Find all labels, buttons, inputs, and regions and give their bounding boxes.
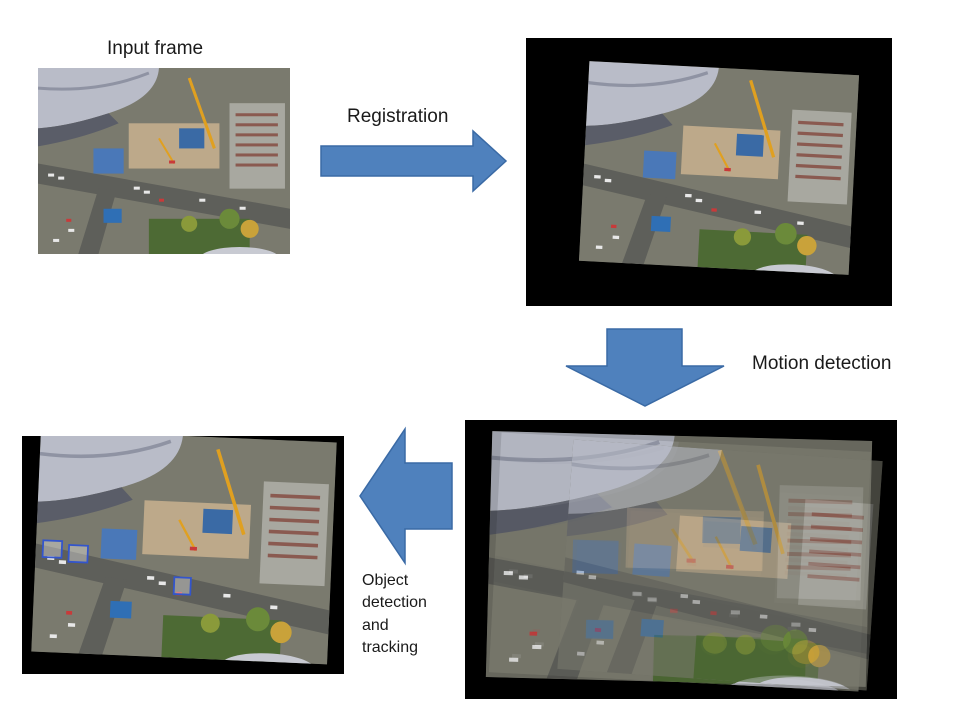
label-input-frame: Input frame — [107, 38, 204, 59]
arrow-left-icon — [359, 426, 453, 566]
motion-detection-image — [465, 420, 897, 699]
registered-frame-image — [526, 38, 892, 306]
label-object-line-3: and — [362, 616, 389, 634]
label-object-line-2: detection — [362, 594, 427, 612]
label-object-detection-tracking: Object detection and tracking — [362, 570, 452, 660]
detection-box-icon — [41, 539, 192, 596]
tracking-output-image — [22, 436, 344, 674]
arrow-right-icon — [320, 129, 508, 193]
arrow-down-icon — [565, 328, 725, 407]
label-object-line-1: Object — [362, 572, 409, 589]
label-object-line-4: tracking — [362, 639, 419, 657]
input-frame-image — [38, 68, 290, 254]
label-motion-detection: Motion detection — [752, 353, 892, 374]
label-registration: Registration — [347, 106, 449, 127]
